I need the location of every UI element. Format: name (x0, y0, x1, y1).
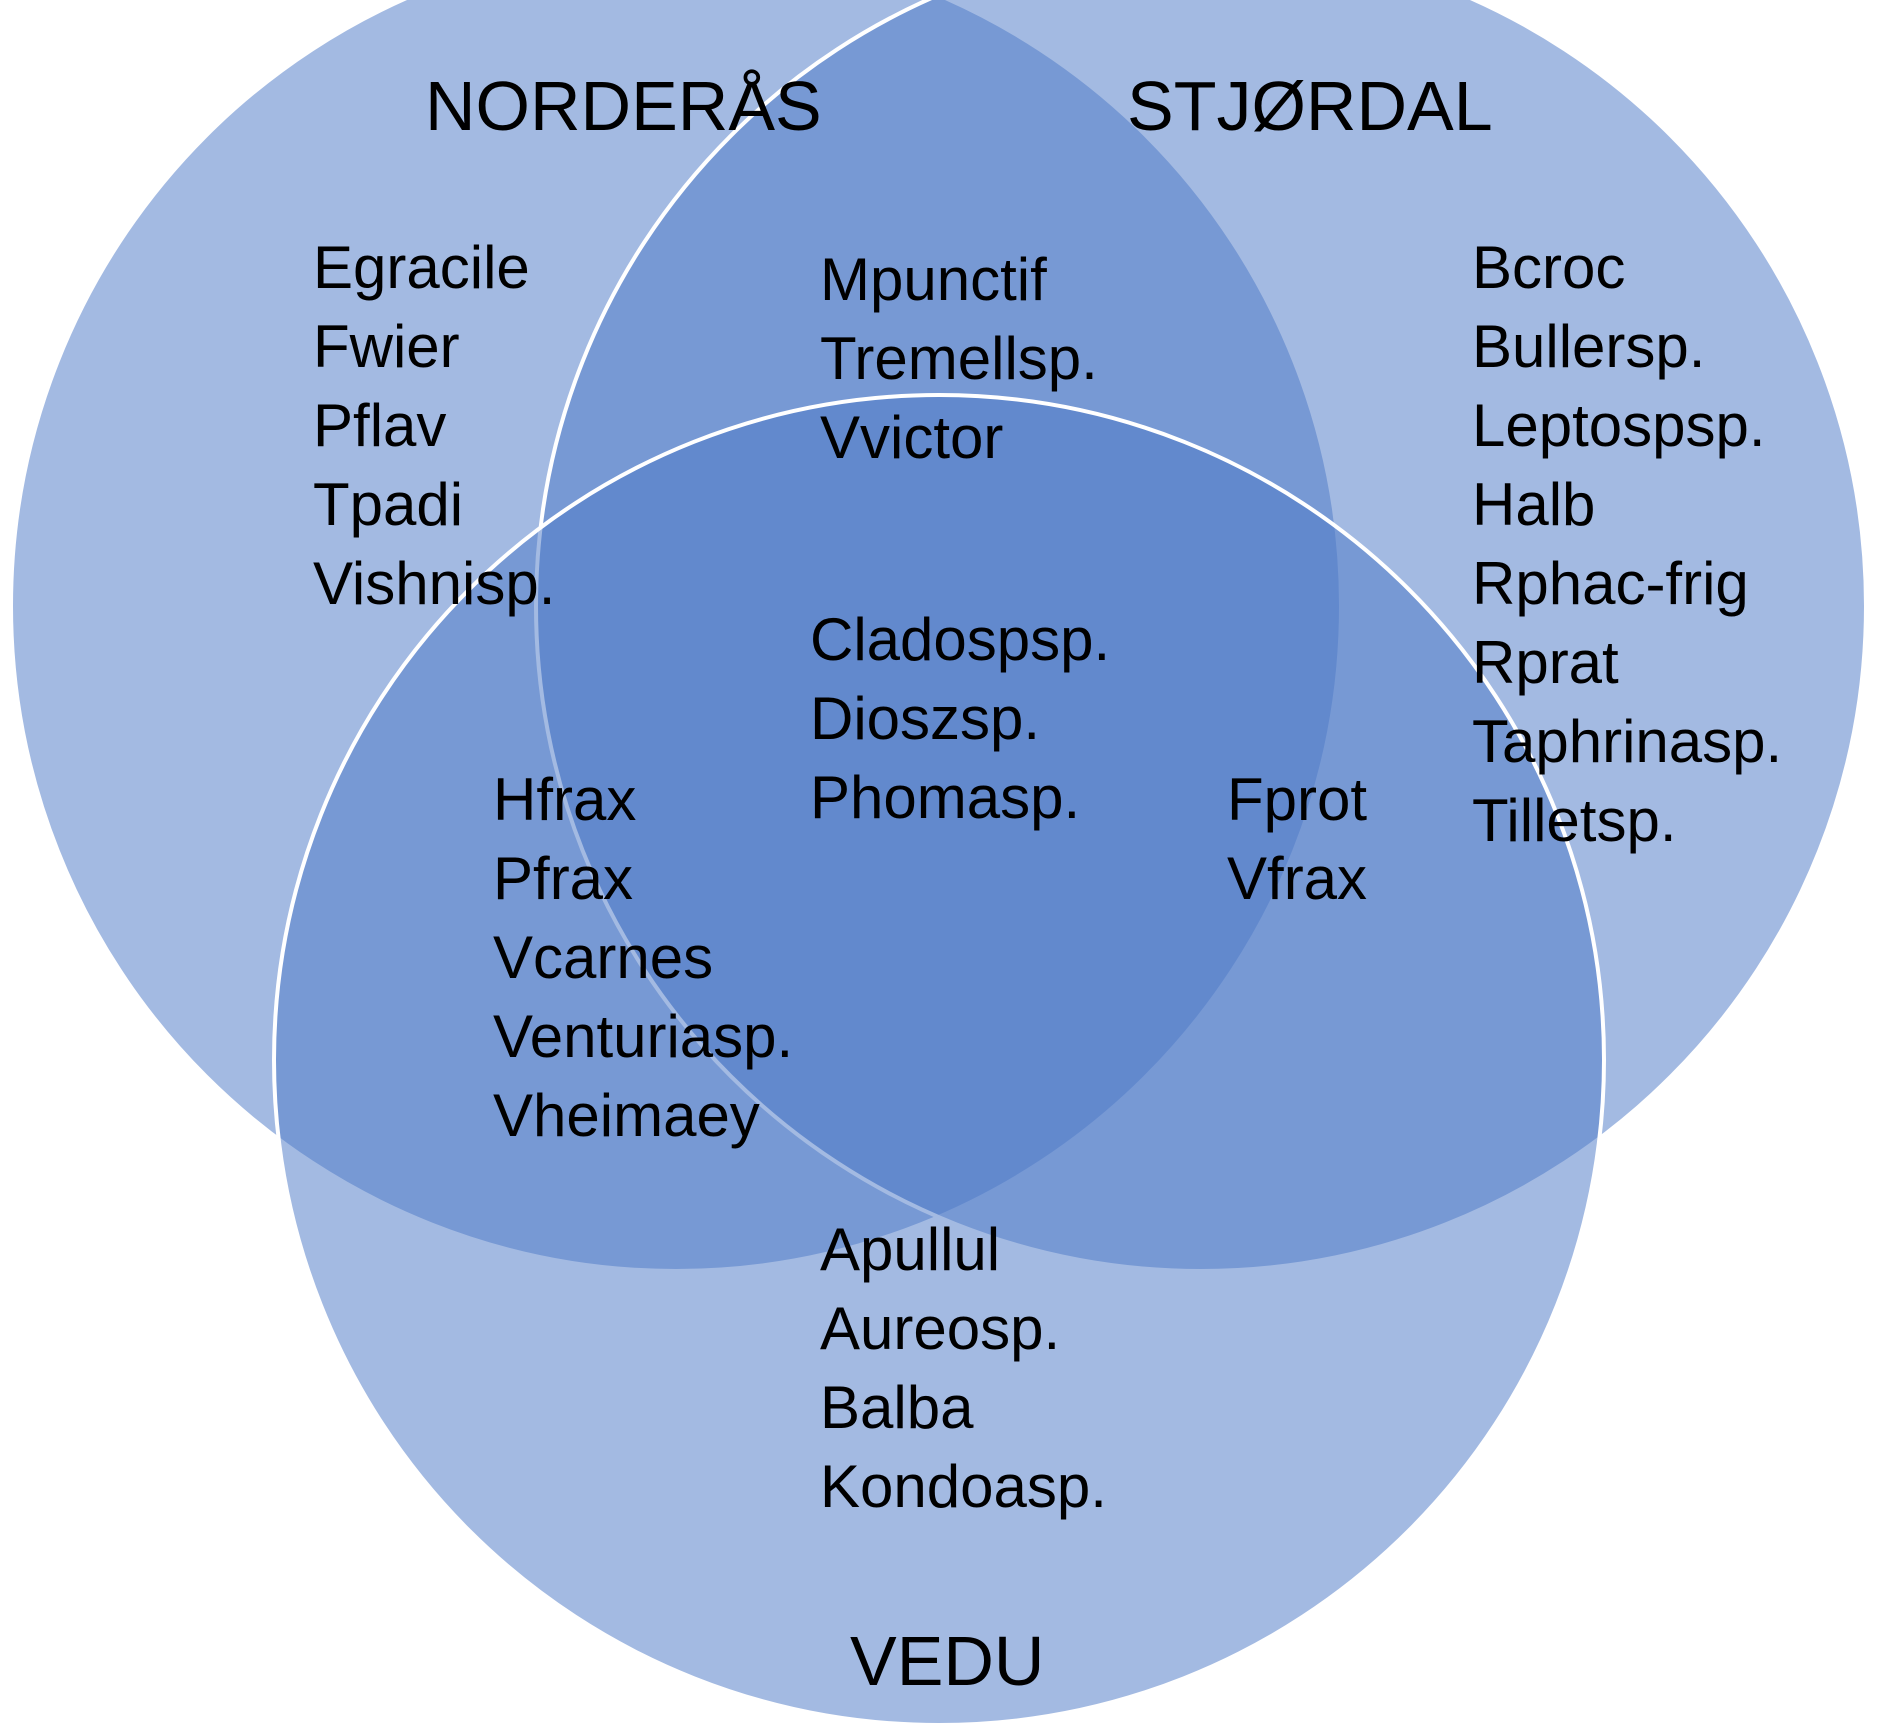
species-label: Mpunctif (820, 246, 1047, 313)
species-label: Bullersp. (1472, 313, 1705, 380)
species-label: Venturiasp. (493, 1003, 793, 1070)
species-label: Fwier (313, 313, 460, 380)
species-label: Phomasp. (810, 764, 1080, 831)
set-labels: NORDERÅS STJØRDAL VEDU (425, 67, 1493, 1700)
set-label-norderas: NORDERÅS (425, 67, 822, 145)
set-label-vedu: VEDU (850, 1622, 1044, 1700)
species-label: Egracile (313, 234, 530, 301)
species-label: Bcroc (1472, 234, 1625, 301)
species-label: Leptospsp. (1472, 392, 1766, 459)
species-label: Vcarnes (493, 924, 713, 991)
species-label: Kondoasp. (820, 1453, 1107, 1520)
region-norderas-stjordal: Mpunctif Tremellsp. Vvictor (820, 246, 1098, 471)
region-norderas-only: Egracile Fwier Pflav Tpadi Vishnisp. (313, 234, 555, 617)
species-label: Balba (820, 1374, 974, 1441)
species-label: Hfrax (493, 766, 636, 833)
species-label: Vheimaey (493, 1082, 760, 1149)
species-label: Tremellsp. (820, 325, 1098, 392)
species-label: Apullul (820, 1216, 1000, 1283)
species-label: Aureosp. (820, 1295, 1060, 1362)
species-label: Rprat (1472, 629, 1619, 696)
venn-circles (9, 0, 1868, 1726)
region-stjordal-vedu: Fprot Vfrax (1227, 766, 1367, 912)
species-label: Tilletsp. (1472, 787, 1677, 854)
species-label: Pflav (313, 392, 446, 459)
region-norderas-vedu: Hfrax Pfrax Vcarnes Venturiasp. Vheimaey (493, 766, 793, 1149)
species-label: Vfrax (1227, 845, 1367, 912)
species-label: Dioszsp. (810, 685, 1040, 752)
species-label: Vishnisp. (313, 550, 555, 617)
region-stjordal-only: Bcroc Bullersp. Leptospsp. Halb Rphac-fr… (1472, 234, 1782, 854)
species-label: Cladospsp. (810, 606, 1110, 673)
species-label: Pfrax (493, 845, 633, 912)
species-label: Tpadi (313, 471, 463, 538)
species-label: Halb (1472, 471, 1595, 538)
circle-vedu (272, 393, 1606, 1726)
species-label: Taphrinasp. (1472, 708, 1782, 775)
region-all-three: Cladospsp. Dioszsp. Phomasp. (810, 606, 1110, 831)
species-label: Vvictor (820, 404, 1003, 471)
region-vedu-only: Apullul Aureosp. Balba Kondoasp. (820, 1216, 1107, 1520)
species-label: Fprot (1227, 766, 1367, 833)
species-label: Rphac-frig (1472, 550, 1749, 617)
set-label-stjordal: STJØRDAL (1127, 67, 1493, 145)
